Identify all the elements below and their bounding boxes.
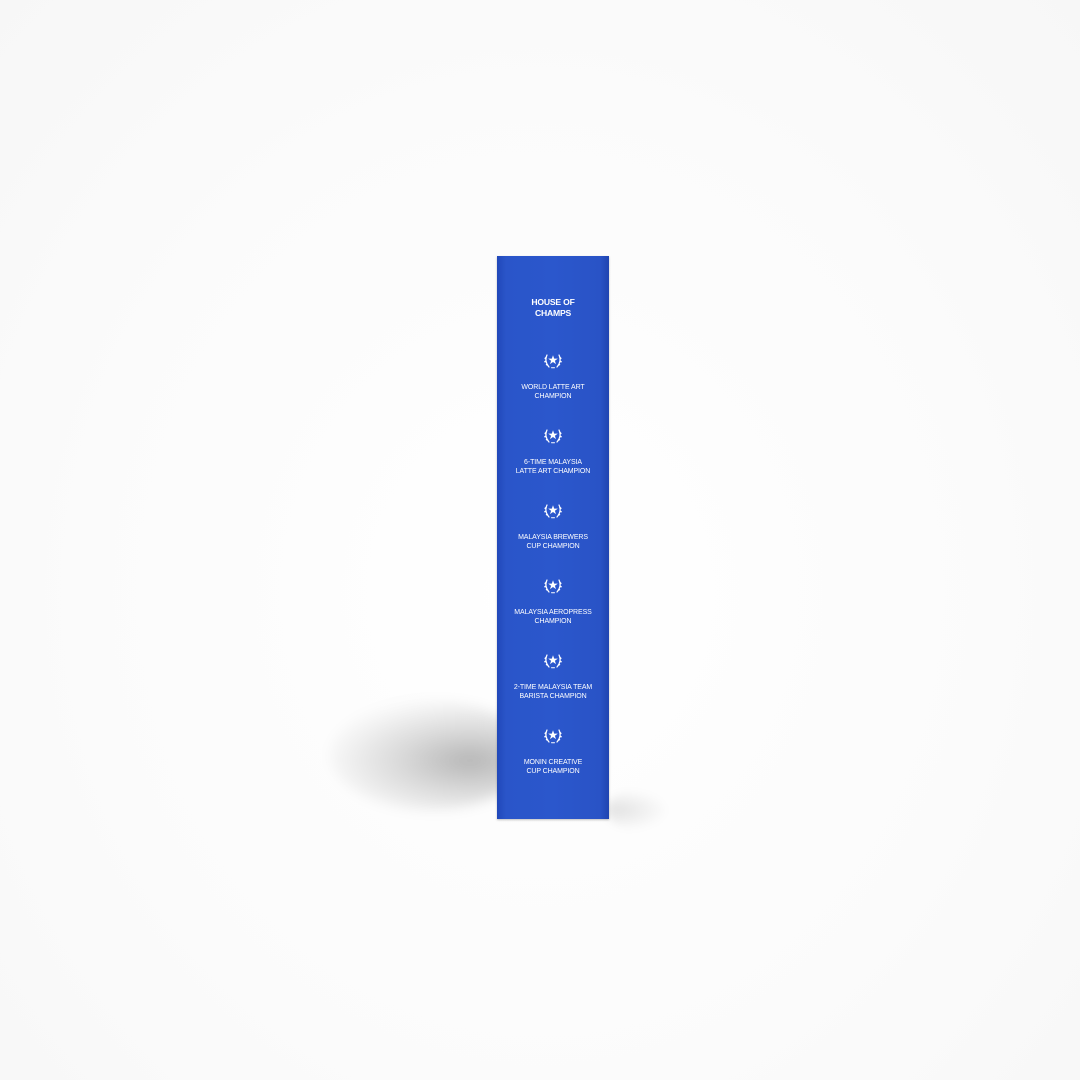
award-label: 2-TIME MALAYSIA TEAM BARISTA CHAMPION — [513, 684, 593, 700]
award-item: MALAYSIA AEROPRESS CHAMPION — [497, 577, 609, 626]
award-item: WORLD LATTE ART CHAMPION — [497, 352, 609, 401]
laurel-star-icon — [544, 729, 562, 744]
laurel-star-icon — [544, 429, 562, 444]
award-item: 2-TIME MALAYSIA TEAM BARISTA CHAMPION — [497, 652, 609, 701]
award-item: MALAYSIA BREWERS CUP CHAMPION — [497, 502, 609, 551]
box-title: HOUSE OF CHAMPS — [531, 297, 575, 318]
award-label: MALAYSIA BREWERS CUP CHAMPION — [518, 534, 588, 550]
award-label: MONIN CREATIVE CUP CHAMPION — [523, 759, 583, 775]
box-shadow — [330, 700, 530, 810]
laurel-star-icon — [544, 504, 562, 519]
product-box-side-panel: HOUSE OF CHAMPS WORLD LATTE ART CHAMPIO — [497, 256, 609, 819]
award-label: WORLD LATTE ART CHAMPION — [521, 384, 585, 400]
box-shadow-right — [606, 790, 666, 830]
award-item: MONIN CREATIVE CUP CHAMPION — [497, 727, 609, 776]
laurel-star-icon — [544, 654, 562, 669]
award-label: 6-TIME MALAYSIA LATTE ART CHAMPION — [515, 459, 591, 475]
award-item: 6-TIME MALAYSIA LATTE ART CHAMPION — [497, 427, 609, 476]
laurel-star-icon — [544, 579, 562, 594]
laurel-star-icon — [544, 354, 562, 369]
award-label: MALAYSIA AEROPRESS CHAMPION — [514, 609, 592, 625]
